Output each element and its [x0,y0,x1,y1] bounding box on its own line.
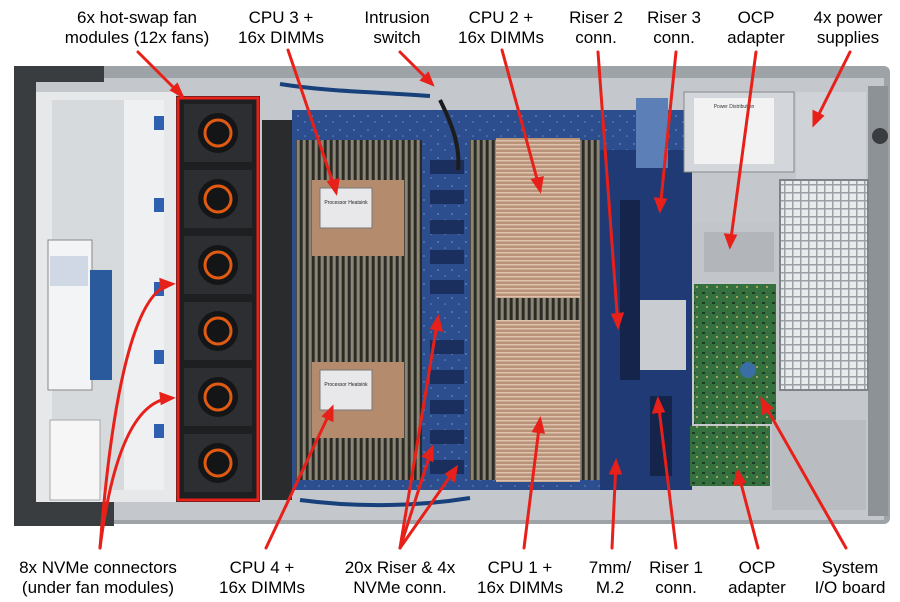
label-fan-modules: 6x hot-swap fan modules (12x fans) [52,8,222,48]
fan-module [184,368,252,426]
label-line: Intrusion [364,8,430,27]
arrow-riser3 [653,50,678,214]
psu-sticker-text: Power Distribution [714,104,755,110]
label-line: conn. [653,28,695,47]
cables [279,82,471,508]
arrow-riser1 [651,395,678,550]
arrow-riser-nvme-3 [398,464,459,550]
front-backplane [36,92,176,502]
ocp-adapter-top [694,222,784,282]
label-power-supplies: 4x power supplies [798,8,898,48]
label-line: adapter [728,578,786,597]
label-ocp-bottom: OCP adapter [718,558,796,598]
arrow-cpu1 [522,415,545,550]
label-ocp-top: OCP adapter [716,8,796,48]
arrow-fans [136,50,186,100]
power-supplies: Power Distribution [683,91,888,182]
label-line: 16x DIMMs [477,578,563,597]
label-cpu4: CPU 4 + 16x DIMMs [208,558,316,598]
label-cpu1: CPU 1 + 16x DIMMs [466,558,574,598]
callout-arrows [98,48,852,550]
arrow-ocp-top [723,50,758,250]
label-line: Riser 2 [569,8,623,27]
label-line: NVMe conn. [353,578,447,597]
ocp-adapter-bottom [690,426,770,486]
fan-module [184,302,252,360]
fan-module [184,104,252,162]
arrow-riser-nvme-2 [398,444,434,550]
label-line: adapter [727,28,785,47]
riser-area [600,150,692,490]
label-line: OCP [738,558,776,577]
label-riser-nvme: 20x Riser & 4x NVMe conn. [320,558,480,598]
label-cpu3: CPU 3 + 16x DIMMs [226,8,336,48]
label-line: CPU 1 + [487,558,553,577]
fan-module [184,434,252,492]
arrow-intrusion [398,50,435,87]
arrow-cpu4 [264,404,334,550]
fan-wall-rear [262,120,292,500]
label-line: conn. [655,578,697,597]
fan-highlight-box [176,96,260,502]
label-cpu2: CPU 2 + 16x DIMMs [446,8,556,48]
label-line: (under fan modules) [21,578,175,597]
label-line: 16x DIMMs [238,28,324,47]
label-line: conn. [575,28,617,47]
rear-slot-cage [772,179,869,510]
arrow-riser-nvme-1 [398,314,444,550]
label-line: 16x DIMMs [458,28,544,47]
label-line: supplies [816,28,880,47]
label-line: 16x DIMMs [219,578,305,597]
label-line: I/O board [814,578,886,597]
label-riser2: Riser 2 conn. [560,8,632,48]
label-line: Riser 3 [647,8,701,27]
arrow-nvme-1 [98,277,176,550]
arrow-nvme-2 [98,391,176,550]
label-nvme-connectors: 8x NVMe connectors (under fan modules) [0,558,196,598]
arrow-psu [812,50,852,128]
label-riser1: Riser 1 conn. [640,558,712,598]
label-line: OCP [737,8,775,27]
label-line: M.2 [595,578,625,597]
fan-module [184,236,252,294]
cpu1-heatsink [496,320,580,482]
arrow-riser2 [596,50,625,331]
arrow-cpu3 [286,48,340,196]
arrow-m2 [608,458,623,550]
cpu4-heatsink: Processor Heatsink [312,362,404,438]
label-line: Riser 1 [649,558,703,577]
label-line: switch [373,28,421,47]
riser-bracket [636,98,668,168]
label-line: 4x power [813,8,883,27]
label-line: 6x hot-swap fan [76,8,197,27]
label-line: 8x NVMe connectors [19,558,177,577]
arrow-cpu2 [500,48,544,194]
fan-modules [176,96,260,502]
label-line: modules (12x fans) [64,28,210,47]
label-riser3: Riser 3 conn. [638,8,710,48]
label-line: CPU 2 + [468,8,534,27]
cpu3-heatsink: Processor Heatsink [312,180,404,256]
cpu3-plate-text: Processor Heatsink [324,200,368,206]
arrow-ocp-bottom [732,468,760,550]
label-system-io-board: System I/O board [800,558,900,598]
cpu4-plate-text: Processor Heatsink [324,382,368,388]
label-m2: 7mm/ M.2 [580,558,640,598]
label-line: System [821,558,879,577]
label-line: 20x Riser & 4x [344,558,456,577]
label-line: CPU 3 + [248,8,314,27]
cpu2-heatsink [496,138,580,298]
arrow-sysio [760,396,848,550]
label-line: 7mm/ [588,558,632,577]
label-intrusion-switch: Intrusion switch [352,8,442,48]
fan-module [184,170,252,228]
label-line: CPU 4 + [229,558,295,577]
